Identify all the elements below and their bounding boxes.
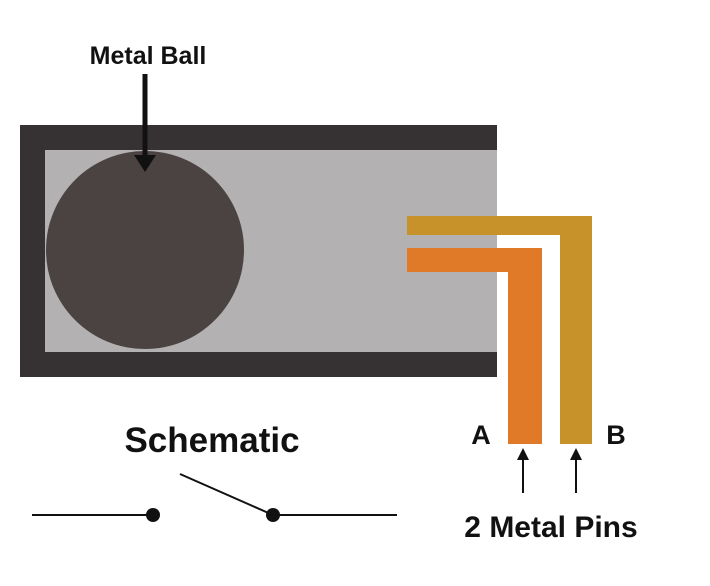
pin-b <box>407 216 592 444</box>
metal-pins-label: 2 Metal Pins <box>464 511 637 544</box>
pin-a <box>407 248 542 444</box>
schematic-switch-lever <box>179 473 274 516</box>
schematic-contact-left <box>146 508 160 522</box>
schematic-label: Schematic <box>124 421 299 460</box>
metal-ball-label: Metal Ball <box>90 42 207 70</box>
metal-ball-arrow-head <box>134 155 156 172</box>
pin-b-label: B <box>606 420 626 450</box>
pin-a-label: A <box>471 420 491 450</box>
metal-ball <box>46 151 244 349</box>
